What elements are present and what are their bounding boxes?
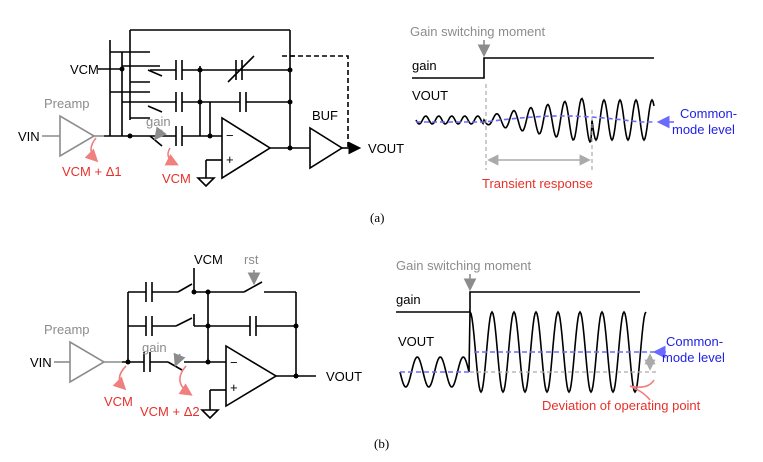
vcm-sw-label-a: VCM: [162, 171, 191, 186]
gain-trace-b: [396, 291, 640, 313]
vout-trace-a: [415, 97, 655, 144]
opamp-minus-a: −: [226, 128, 234, 143]
waveform-a: Gain switching moment gain VOUT Transien…: [410, 24, 737, 191]
preamp-triangle-a: [59, 114, 96, 158]
ground-icon-b: [200, 409, 220, 420]
opamp-minus-b: −: [230, 355, 238, 370]
vout-label-wave-a: VOUT: [412, 88, 448, 103]
circuit-b: VCM rst Preamp VIN: [30, 252, 362, 420]
vcm-label-a: VCM: [70, 62, 99, 77]
vin-label-b: VIN: [30, 355, 52, 370]
cm-label-a1: Common-: [680, 106, 737, 121]
opamp-plus-a: +: [226, 152, 234, 167]
transient-label-a: Transient response: [482, 176, 593, 191]
gain-trace-a: [412, 57, 654, 79]
vin-label-a: VIN: [18, 129, 40, 144]
caption-b: (b): [374, 436, 389, 451]
vout-label-wave-b: VOUT: [398, 334, 434, 349]
vcm-left-label-b: VCM: [104, 394, 133, 409]
cm-label-b1: Common-: [666, 334, 723, 349]
preamp-label-a: Preamp: [44, 96, 90, 111]
opamp-a: [221, 116, 272, 180]
cm-label-a2: mode level: [672, 122, 735, 137]
vcm-delta-label-b: VCM + Δ2: [140, 404, 200, 419]
opamp-b: [225, 344, 278, 408]
vout-label-a: VOUT: [368, 141, 404, 156]
vcm-delta-label-a: VCM + Δ1: [62, 164, 122, 179]
switch-label-a: Gain switching moment: [410, 24, 545, 39]
preamp-triangle-b: [69, 340, 106, 384]
vout-trace-b: [399, 309, 647, 394]
gain-label-wave-b: gain: [396, 292, 421, 307]
circuit-a: VCM Preamp VIN VCM + Δ1: [18, 29, 404, 188]
gain-label-wave-a: gain: [412, 58, 437, 73]
opamp-plus-b: +: [230, 380, 238, 395]
deviation-label-b: Deviation of operating point: [542, 398, 701, 413]
gain-label-b: gain: [142, 340, 167, 355]
switch-label-b: Gain switching moment: [396, 258, 531, 273]
vcm-top-label-b: VCM: [194, 252, 223, 267]
rst-label-b: rst: [244, 252, 259, 267]
vout-label-b: VOUT: [326, 369, 362, 384]
ground-icon-a: [196, 177, 216, 188]
waveform-b: Gain switching moment gain VOUT Common- …: [396, 258, 725, 413]
gain-label-a: gain: [146, 114, 171, 129]
cm-label-b2: mode level: [662, 350, 725, 365]
caption-a: (a): [370, 210, 384, 225]
buffer-triangle-a: [309, 126, 344, 170]
preamp-label-b: Preamp: [44, 322, 90, 337]
buf-label-a: BUF: [312, 108, 338, 123]
